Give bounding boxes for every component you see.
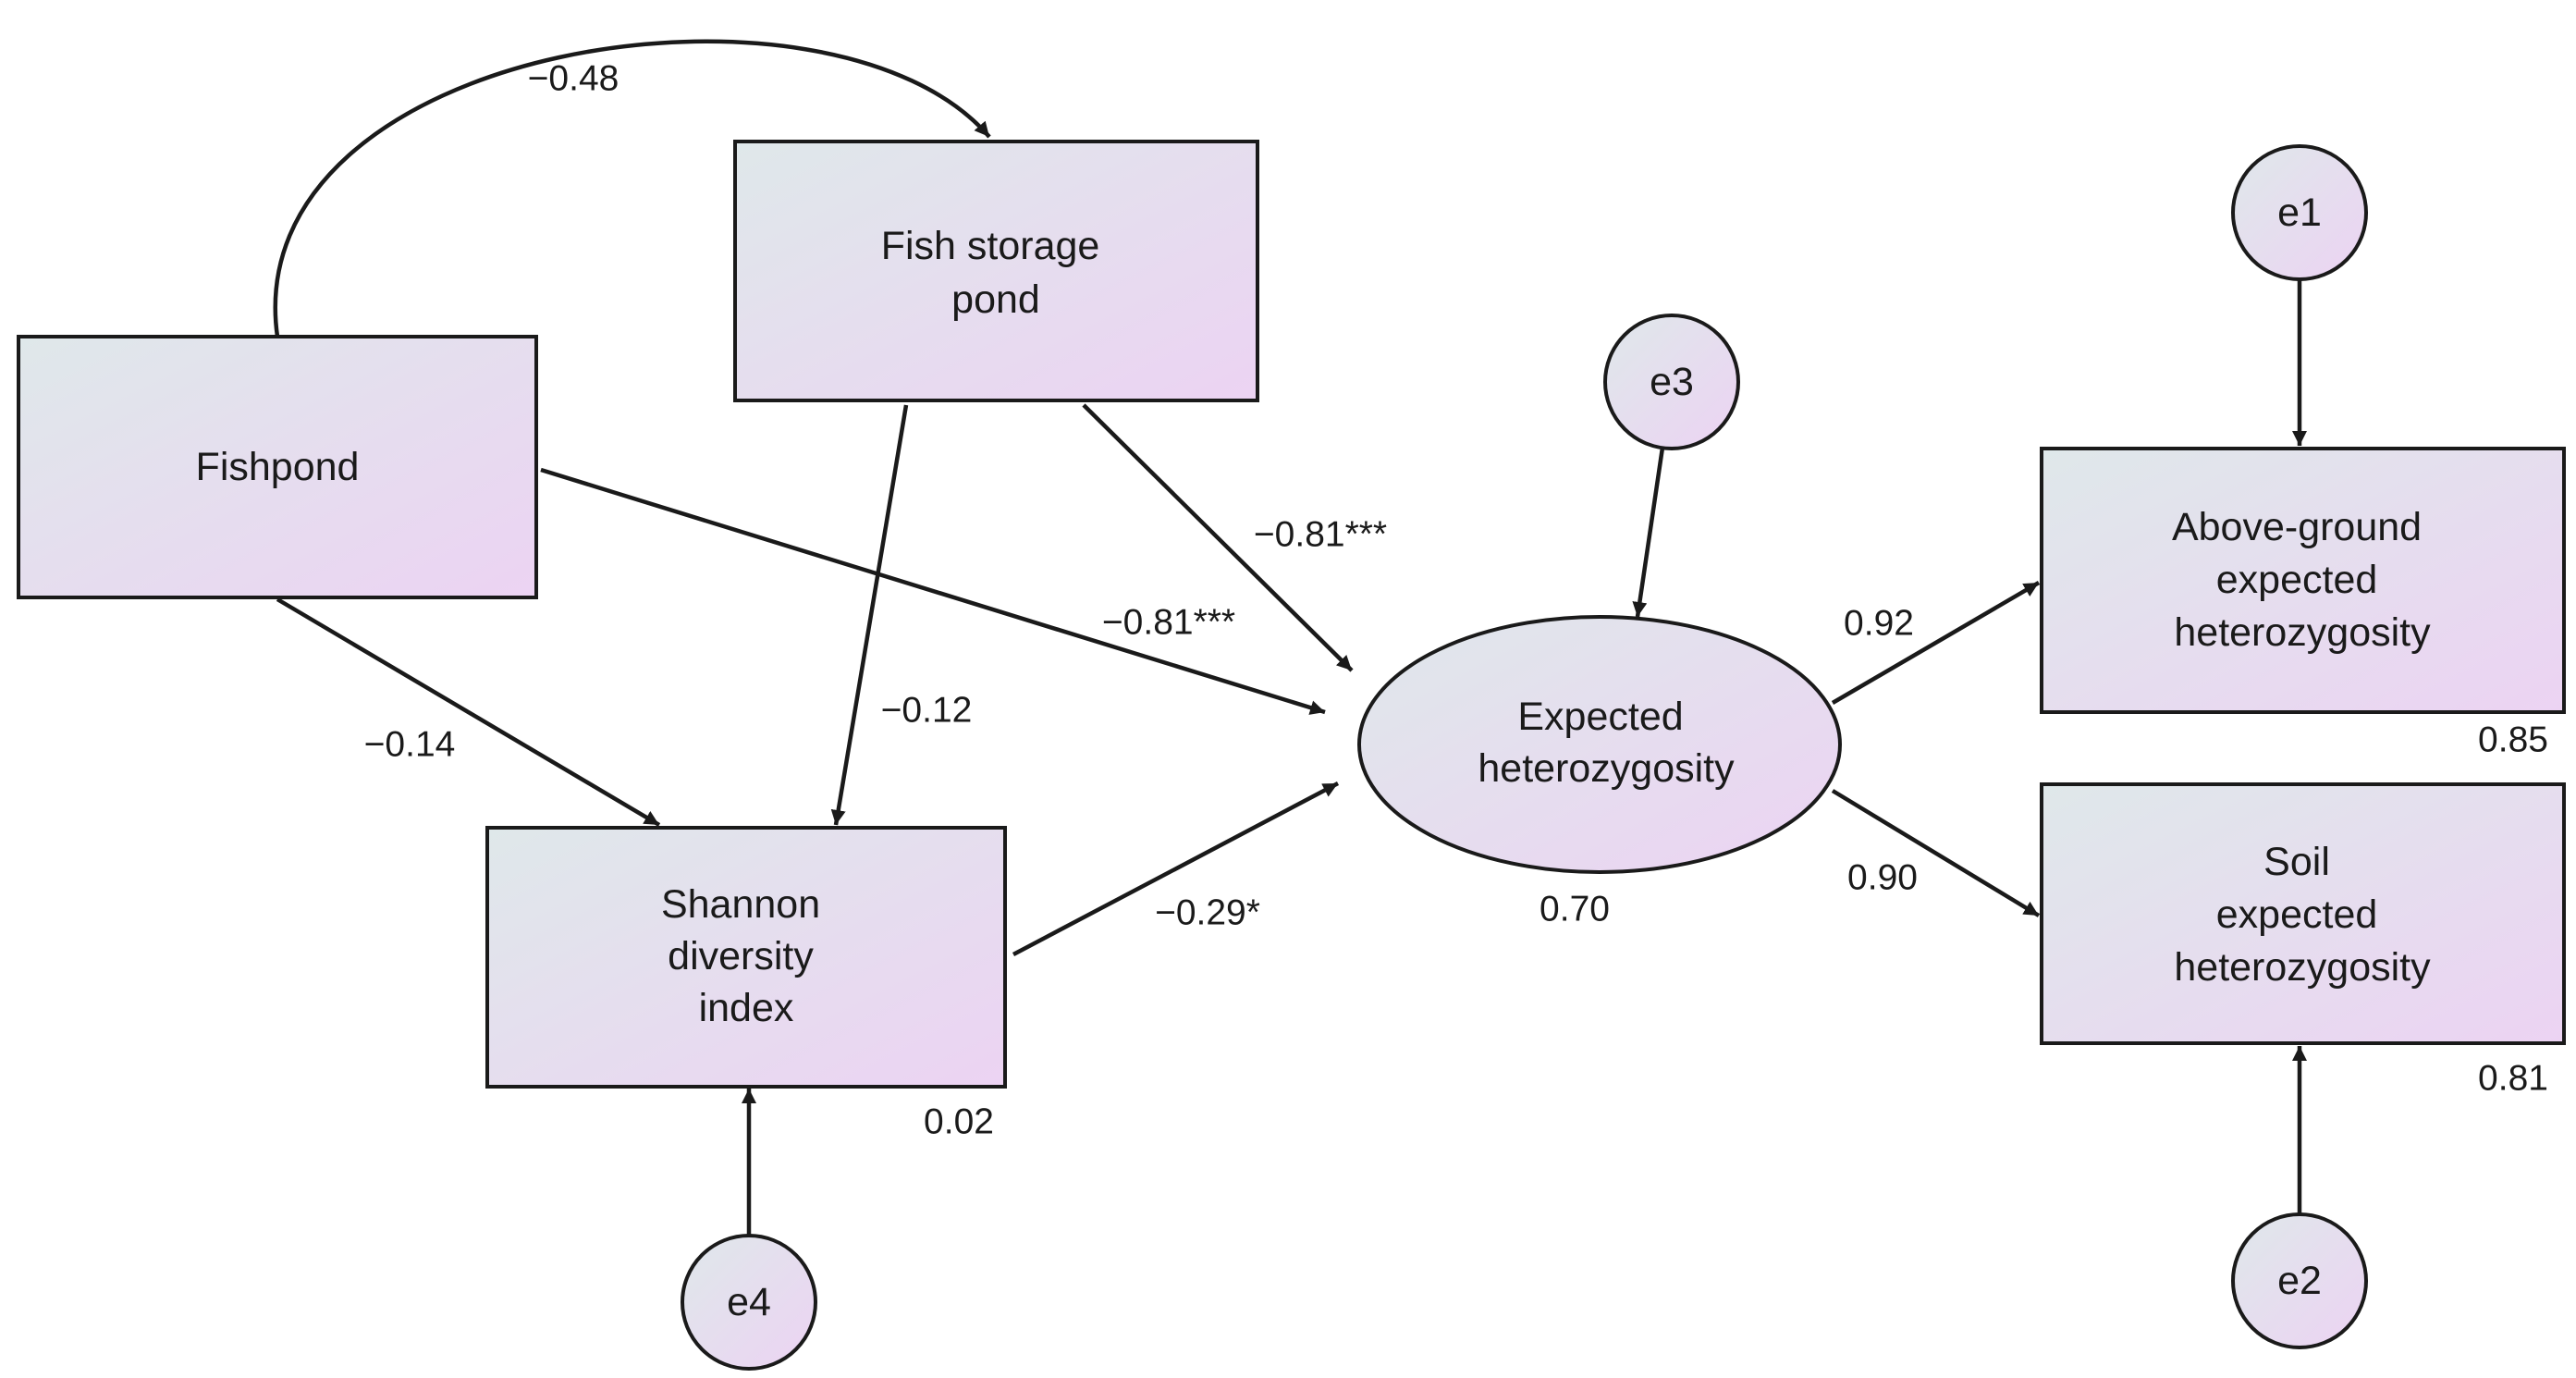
- coef-storage-to-het: −0.81***: [1254, 515, 1387, 555]
- coef-fishpond-to-het: −0.81***: [1102, 603, 1235, 643]
- node-fishpond: Fishpond: [17, 335, 538, 599]
- node-e2-label: e2: [2277, 1259, 2322, 1303]
- node-e3: e3: [1603, 314, 1740, 450]
- node-shannon-line-3: index: [699, 986, 794, 1030]
- node-expected-het-line-2: heterozygosity: [1478, 746, 1735, 791]
- node-shannon-label: Shannon diversity index: [661, 882, 831, 1030]
- node-e1-label: e1: [2277, 191, 2322, 235]
- r2-expected-het: 0.70: [1539, 890, 1610, 929]
- node-e4-label: e4: [727, 1280, 771, 1324]
- path-shannon-to-het: [1012, 781, 1340, 956]
- node-fish-storage-pond-line-2: pond: [951, 277, 1040, 322]
- coef-het-to-above: 0.92: [1844, 604, 1914, 644]
- node-e1: e1: [2231, 144, 2368, 281]
- r2-soil: 0.81: [2478, 1059, 2548, 1099]
- node-shannon-diversity-index: Shannon diversity index: [485, 826, 1007, 1089]
- path-storage-to-shannon: [830, 404, 909, 826]
- node-fishpond-line-1: Fishpond: [196, 445, 360, 489]
- node-fishpond-label: Fishpond: [196, 445, 360, 489]
- node-expected-het-line-1: Expected: [1517, 695, 1683, 739]
- node-e4: e4: [681, 1234, 817, 1371]
- node-above-ground-expected-heterozygosity: Above-ground expected heterozygosity: [2040, 447, 2566, 714]
- node-soil-line-3: heterozygosity: [2174, 945, 2431, 990]
- r2-above-ground: 0.85: [2478, 720, 2548, 760]
- node-above-ground-line-2: expected: [2216, 558, 2378, 602]
- node-shannon-line-2: diversity: [668, 934, 814, 978]
- coef-storage-to-shannon: −0.12: [881, 691, 973, 731]
- r2-shannon: 0.02: [924, 1102, 994, 1142]
- node-above-ground-line-1: Above-ground: [2172, 505, 2422, 549]
- coef-fishpond-storage: −0.48: [528, 59, 619, 99]
- node-above-ground-line-3: heterozygosity: [2174, 610, 2431, 655]
- node-soil-line-1: Soil: [2263, 840, 2330, 884]
- node-expected-het-label: Expected heterozygosity: [1478, 695, 1735, 791]
- node-e3-label: e3: [1650, 360, 1694, 404]
- path-e3-to-het: [1632, 447, 1665, 618]
- path-fishpond-to-shannon: [276, 597, 661, 827]
- coef-fishpond-to-shannon: −0.14: [364, 725, 456, 765]
- node-fish-storage-pond-label: Fish storage pond: [881, 224, 1111, 322]
- node-expected-heterozygosity: Expected heterozygosity: [1357, 615, 1842, 874]
- node-fish-storage-pond: Fish storage pond: [733, 140, 1259, 402]
- path-het-to-soil: [1831, 789, 2041, 917]
- node-soil-label: Soil expected heterozygosity: [2174, 840, 2431, 990]
- coef-shannon-to-het: −0.29*: [1155, 893, 1260, 933]
- node-fish-storage-pond-line-1: Fish storage: [881, 224, 1100, 268]
- coef-het-to-soil: 0.90: [1847, 858, 1918, 898]
- node-soil-expected-heterozygosity: Soil expected heterozygosity: [2040, 782, 2566, 1045]
- node-e2: e2: [2231, 1212, 2368, 1349]
- node-above-ground-label: Above-ground expected heterozygosity: [2172, 505, 2433, 655]
- path-het-to-above: [1831, 581, 2041, 705]
- covariance-arrow-fishpond-storage: [272, 39, 991, 352]
- path-storage-to-het: [1082, 403, 1354, 672]
- node-shannon-line-1: Shannon: [661, 882, 820, 927]
- path-fishpond-to-het: [540, 467, 1326, 715]
- node-soil-line-2: expected: [2216, 892, 2378, 937]
